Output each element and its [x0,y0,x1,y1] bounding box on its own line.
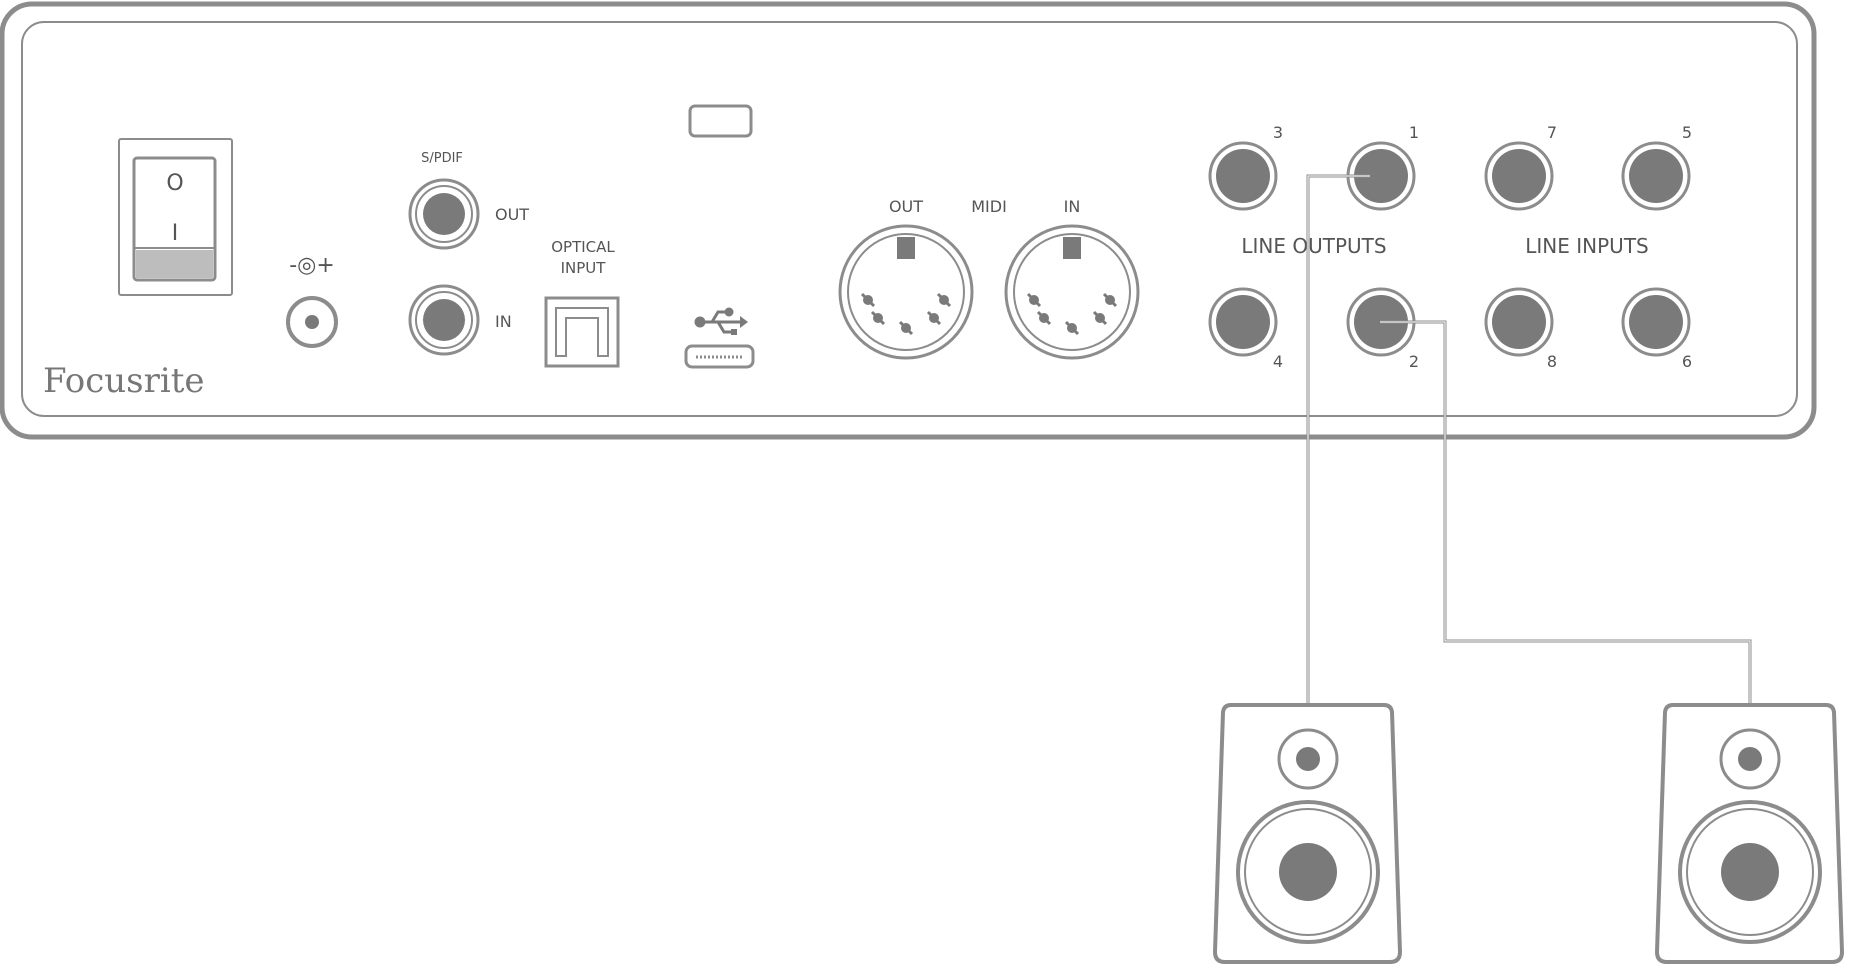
brand-logo: Focusrite [43,361,205,401]
speaker-cables [1306,174,1752,705]
power-off-symbol: I [172,221,179,246]
line-input-6-jack[interactable] [1621,287,1691,357]
usb-c-port-icon[interactable] [684,344,755,369]
line-input-7-jack[interactable] [1484,141,1554,211]
jack-number-4: 4 [1273,352,1283,371]
optical-input-port[interactable] [544,296,620,368]
spdif-out-label: OUT [495,205,529,224]
speaker-left [1212,703,1403,964]
jack-number-2: 2 [1409,352,1419,371]
cable-left-inner [1307,175,1370,705]
spdif-out-jack[interactable] [408,178,480,250]
line-output-4-jack[interactable] [1208,287,1278,357]
jack-number-6: 6 [1682,352,1692,371]
dc-polarity-label: -◎+ [289,253,335,278]
line-outputs-label: LINE OUTPUTS [1241,234,1386,258]
spdif-label: S/PDIF [421,151,463,166]
kensington-lock-icon[interactable] [688,104,753,138]
speaker-right [1654,703,1845,964]
midi-out-port[interactable] [838,224,974,360]
line-input-5-jack[interactable] [1621,141,1691,211]
jack-number-8: 8 [1547,352,1557,371]
cable-right [1380,320,1752,705]
midi-in-label: IN [1064,197,1081,216]
spdif-in-label: IN [495,312,512,331]
speaker-icon [1212,703,1403,964]
jack-number-7: 7 [1547,123,1557,142]
line-input-8-jack[interactable] [1484,287,1554,357]
jack-number-5: 5 [1682,123,1692,142]
interface-rear-panel [0,1,1817,440]
power-switch-icon[interactable] [118,138,233,296]
dc-power-icon[interactable] [286,296,338,348]
power-on-symbol: O [166,171,183,196]
line-output-3-jack[interactable] [1208,141,1278,211]
cable-right-inner [1380,321,1751,705]
midi-out-label: OUT [889,197,923,216]
midi-in-port[interactable] [1004,224,1140,360]
midi-din-icon [1004,224,1140,360]
spdif-in-jack[interactable] [408,284,480,356]
jack-number-1: 1 [1409,123,1419,142]
optical-label-line2: INPUT [561,259,607,277]
midi-din-icon [838,224,974,360]
usb-icon [694,307,748,335]
line-inputs-label: LINE INPUTS [1525,234,1648,258]
speaker-icon [1654,703,1845,964]
midi-label: MIDI [971,197,1007,216]
jack-number-3: 3 [1273,123,1283,142]
optical-label-line1: OPTICAL [551,238,615,256]
